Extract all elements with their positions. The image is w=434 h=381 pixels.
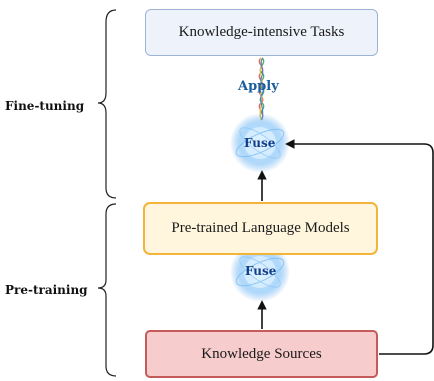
knowledge-sources-label: Knowledge Sources (201, 345, 322, 362)
pre-training-brace (97, 203, 117, 377)
fuse-label-upper: Fuse (244, 136, 276, 150)
fuse-label-lower: Fuse (245, 264, 277, 278)
apply-squiggle (258, 57, 265, 121)
fuse-glow-lower (230, 242, 290, 302)
knowledge-intensive-tasks-box: Knowledge-intensive Tasks (145, 9, 378, 56)
arrow-sources-to-upper-fuse (285, 139, 434, 355)
pretrained-language-models-box: Pre-trained Language Models (143, 202, 378, 255)
knowledge-intensive-tasks-label: Knowledge-intensive Tasks (178, 24, 345, 40)
knowledge-sources-box: Knowledge Sources (145, 330, 378, 378)
fine-tuning-label: Fine-tuning (5, 99, 85, 113)
apply-label: Apply (238, 79, 279, 94)
pre-training-label: Pre-training (5, 283, 88, 297)
fuse-glow-upper (230, 113, 290, 173)
pretrained-language-models-label: Pre-trained Language Models (171, 220, 350, 236)
fine-tuning-brace (97, 9, 117, 199)
